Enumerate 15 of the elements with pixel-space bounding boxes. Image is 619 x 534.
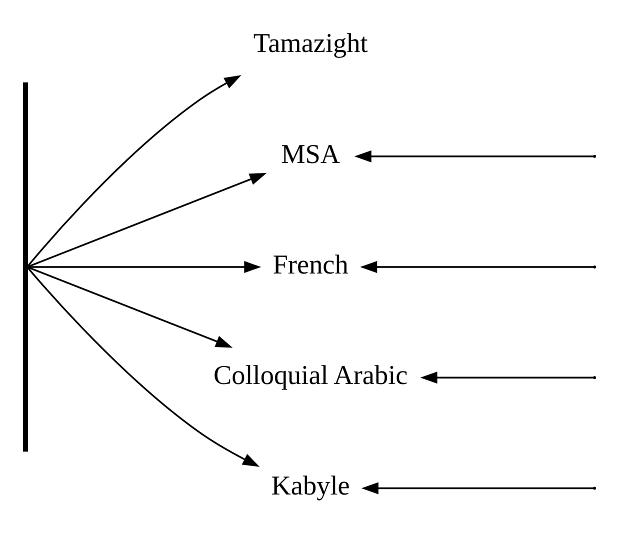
arrow (26, 266, 260, 467)
arrow (354, 150, 594, 162)
arrow (27, 266, 233, 348)
node-text: French (272, 249, 348, 280)
arrow (361, 482, 594, 494)
node-text: Colloquial Arabic (213, 360, 408, 390)
node-text: Kabyle (271, 470, 350, 501)
arrow (27, 261, 262, 273)
arrow (26, 75, 242, 268)
arrow (360, 261, 594, 273)
node-text: Tamazight (253, 28, 368, 58)
arrow (420, 372, 594, 384)
arrow (27, 172, 267, 268)
node-text: MSA (281, 138, 340, 169)
node-bar (22, 82, 28, 452)
